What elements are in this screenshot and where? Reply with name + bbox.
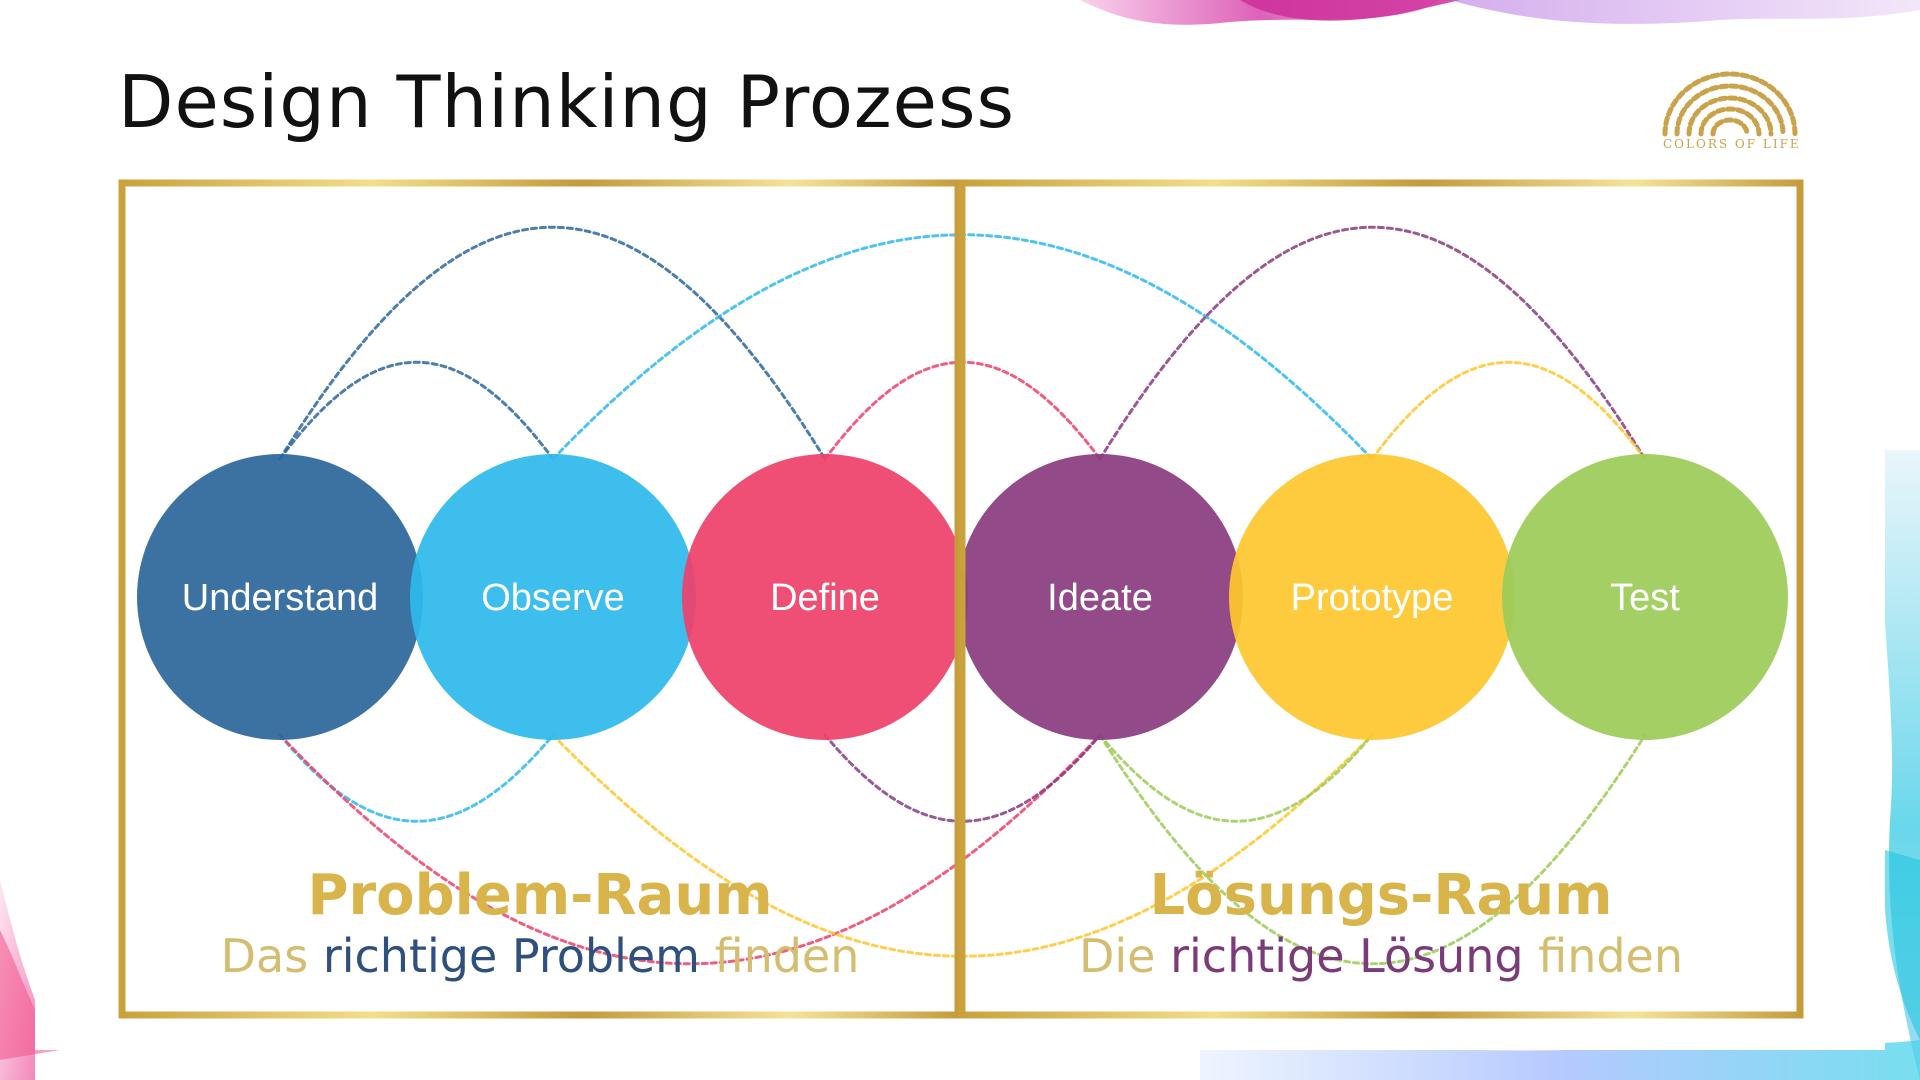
problem-subtitle-post: finden <box>699 928 860 983</box>
stage-label-observe: Observe <box>481 577 625 619</box>
solution-space-frame <box>958 179 1804 1019</box>
connector-curve-8 <box>278 733 1102 966</box>
stage-define: Define <box>682 454 968 740</box>
stage-observe: Observe <box>410 454 696 740</box>
problem-space-title: Problem-Raum <box>307 863 773 928</box>
stage-circle-prototype <box>1229 454 1515 740</box>
solution-space-title: Lösungs-Raum <box>1149 863 1613 928</box>
stage-label-define: Define <box>770 577 880 619</box>
connector-curve-5 <box>1098 225 1647 461</box>
stage-label-ideate: Ideate <box>1047 577 1153 619</box>
problem-space-subtitle: Das richtige Problem finden <box>122 929 958 984</box>
problem-subtitle-highlight: richtige Problem <box>322 928 700 983</box>
logo-text: COLORS OF LIFE <box>1663 137 1801 151</box>
stage-ideate: Ideate <box>957 454 1243 740</box>
stage-label-prototype: Prototype <box>1291 577 1454 619</box>
colors-of-life-logo <box>1662 71 1798 137</box>
problem-subtitle-pre: Das <box>220 928 323 983</box>
solution-space-subtitle: Die richtige Lösung finden <box>962 929 1800 984</box>
stage-understand: Understand <box>137 454 423 740</box>
stage-prototype: Prototype <box>1229 454 1515 740</box>
connector-curve-11 <box>1098 733 1374 823</box>
connector-curve-1 <box>278 225 827 461</box>
solution-space-caption: Lösungs-Raum Die richtige Lösung finden <box>962 865 1800 984</box>
stage-label-understand: Understand <box>182 577 378 619</box>
connector-curve-12 <box>1098 733 1647 966</box>
stage-circle-observe <box>410 454 696 740</box>
solution-subtitle-post: finden <box>1523 928 1684 983</box>
connector-curve-6 <box>1370 360 1647 461</box>
problem-space-caption: Problem-Raum Das richtige Problem finden <box>122 865 958 984</box>
slide-title: Design Thinking Prozess <box>118 60 1015 144</box>
stage-circle-ideate <box>957 454 1243 740</box>
solution-subtitle-pre: Die <box>1078 928 1171 983</box>
stage-circle-understand <box>137 454 423 740</box>
connector-curve-2 <box>278 360 555 461</box>
stage-circle-define <box>682 454 968 740</box>
stage-label-test: Test <box>1610 577 1680 619</box>
solution-subtitle-highlight: richtige Lösung <box>1170 928 1524 983</box>
problem-space-frame <box>118 179 962 1019</box>
stage-test: Test <box>1502 454 1788 740</box>
stage-circle-test <box>1502 454 1788 740</box>
